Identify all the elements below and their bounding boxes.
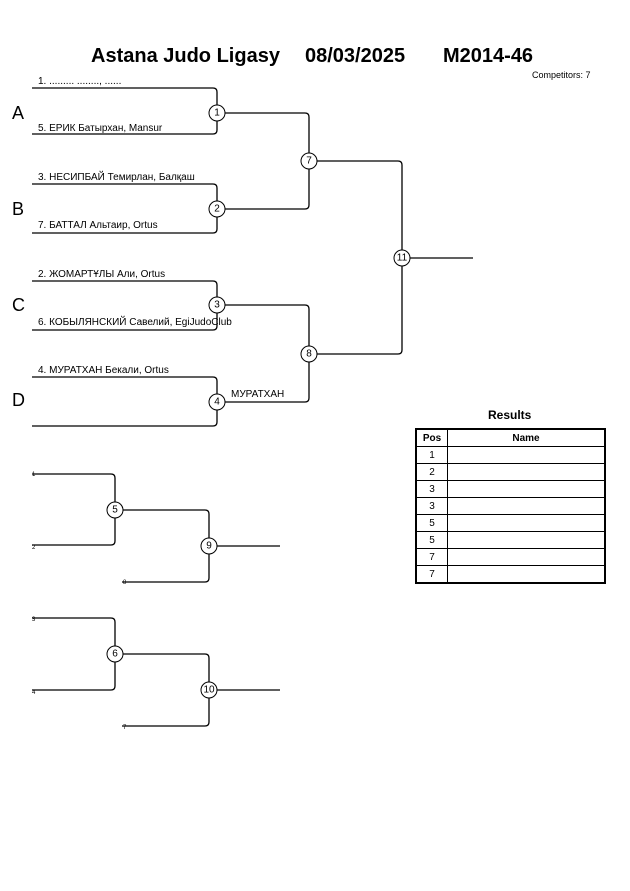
competitors-count: Competitors: 7 [532,70,591,80]
match-number: 7 [306,156,312,167]
position-cell: 5 [415,514,448,532]
position-cell: 2 [415,463,448,481]
repechage-label: 3 [32,617,36,623]
match-3: 3 [208,296,226,314]
match-number: 9 [206,541,212,552]
pool-label-b: B [12,199,25,219]
pool-label-c: C [12,295,25,315]
table-row: 7 [415,548,606,566]
entry-7: 7. БАТТАЛ Альтаир, Ortus [38,220,158,231]
match-number: 8 [306,349,312,360]
page-title: Astana Judo Ligasy [91,45,280,68]
name-header: Name [447,428,606,447]
name-cell [447,531,606,549]
entry-2: 2. ЖОМАРТҰЛЫ Али, Ortus [38,269,166,280]
match-4-winner: МУРАТХАН [231,389,285,400]
match-number: 5 [112,505,118,516]
match-number: 3 [214,300,220,311]
repechage-label: 7 [123,725,127,731]
table-row: 3 [415,497,606,515]
table-row: 5 [415,514,606,532]
name-cell [447,463,606,481]
name-cell [447,446,606,464]
results-header-row: Pos Name [415,428,606,447]
match-8: 8 [300,345,318,363]
match-number: 2 [214,204,220,215]
entry-5: 5. ЕРИК Батырхан, Mansur [38,123,163,134]
match-number: 11 [397,253,408,264]
match-4: 4 [208,393,226,411]
results-title: Results [488,408,532,422]
match-number: 10 [203,685,215,696]
entry-6: 6. КОБЫЛЯНСКИЙ Савелий, EgiJudoClub [38,317,232,328]
position-cell: 3 [415,480,448,498]
pool-label-d: D [12,390,25,410]
table-row: 1 [415,446,606,464]
match-11: 11 [393,249,411,267]
name-cell [447,497,606,515]
name-cell [447,548,606,566]
position-cell: 7 [415,565,448,584]
table-row: 7 [415,565,606,584]
name-cell [447,514,606,532]
match-number: 1 [214,108,220,119]
pos-header: Pos [415,428,448,447]
table-row: 5 [415,531,606,549]
match-5: 5 [106,501,124,519]
position-cell: 7 [415,548,448,566]
match-10: 10 [200,681,218,699]
entry-4: 4. МУРАТХАН Бекали, Ortus [38,365,169,376]
weight-category: M2014-46 [443,45,534,67]
repechage-label: 2 [32,545,36,551]
repechage-label: 4 [32,690,36,696]
match-7: 7 [300,152,318,170]
repechage-label: 8 [123,580,127,586]
position-cell: 5 [415,531,448,549]
tournament-date: 08/03/2025 [305,45,406,67]
pool-label-a: A [12,103,25,123]
position-cell: 3 [415,497,448,515]
match-number: 6 [112,649,118,660]
match-number: 4 [214,397,220,408]
repechage-label: 1 [32,472,36,478]
entry-1: 1. ......... ........, ...... [38,76,122,87]
results-table: Pos Name 1 2 3 3 5 5 7 7 [415,428,606,584]
table-row: 2 [415,463,606,481]
name-cell [447,565,606,584]
position-cell: 1 [415,446,448,464]
league-name: Astana Judo Ligasy [91,45,280,67]
match-1: 1 [208,104,226,122]
match-9: 9 [200,537,218,555]
match-6: 6 [106,645,124,663]
entry-3: 3. НЕСИПБАЙ Темирлан, Балқаш [38,172,195,183]
name-cell [447,480,606,498]
match-2: 2 [208,200,226,218]
table-row: 3 [415,480,606,498]
